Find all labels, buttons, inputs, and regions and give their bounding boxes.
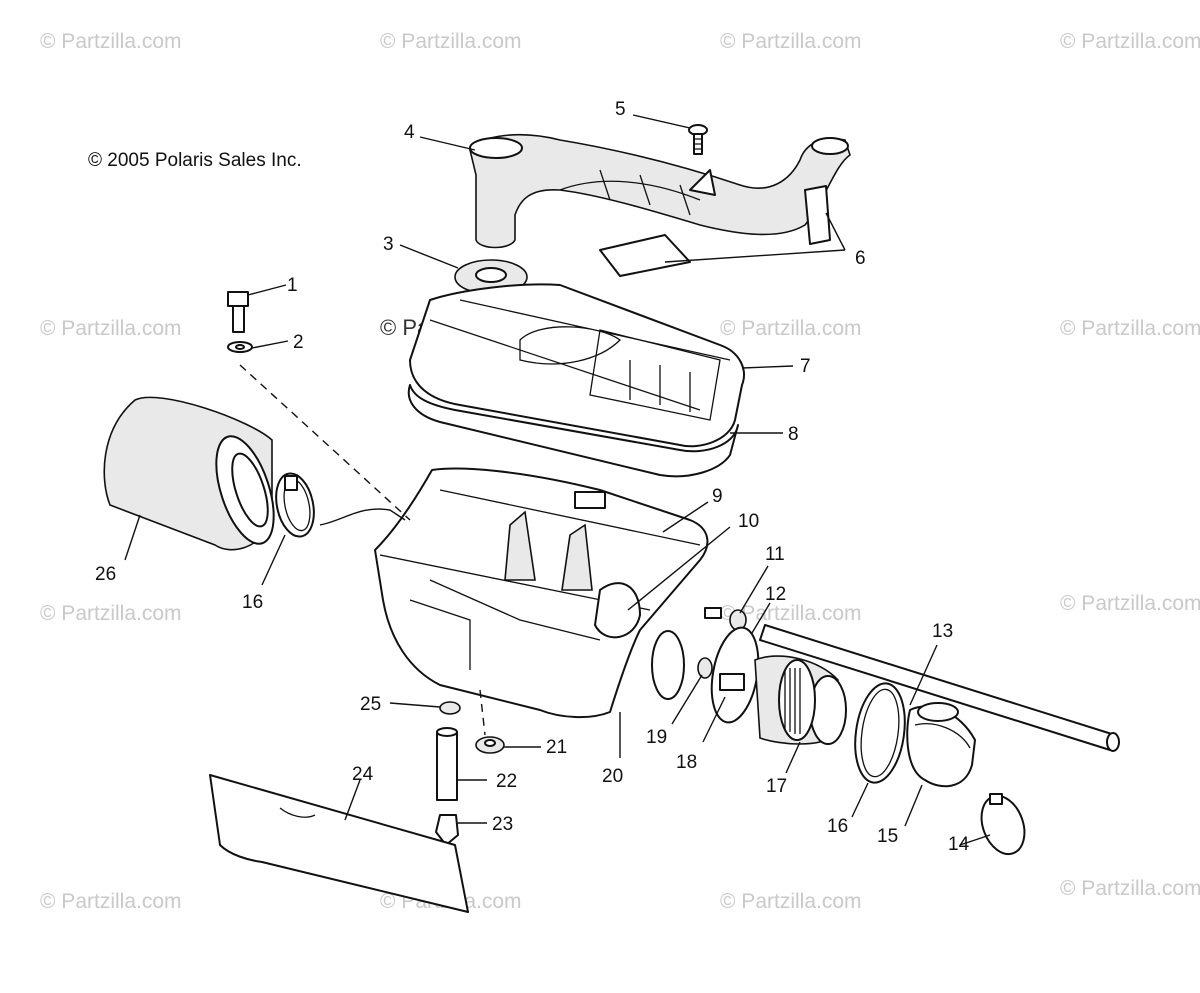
watermark: © Partzilla.com bbox=[720, 602, 862, 625]
watermark: © Partzilla.com bbox=[40, 602, 182, 625]
leader-line bbox=[671, 674, 703, 725]
callout-9: 9 bbox=[712, 486, 723, 507]
callout-25: 25 bbox=[360, 694, 381, 715]
callout-24: 24 bbox=[352, 764, 374, 785]
leader-line bbox=[399, 244, 459, 269]
leader-line bbox=[239, 364, 411, 521]
callout-15: 15 bbox=[877, 826, 898, 847]
watermark: © Partzilla.com bbox=[40, 317, 182, 340]
callout-6: 6 bbox=[855, 248, 866, 269]
watermark: © Partzilla.com bbox=[1060, 592, 1200, 615]
callout-26: 26 bbox=[95, 564, 116, 585]
small-clamp bbox=[980, 793, 1026, 856]
leader-line bbox=[739, 565, 769, 614]
callout-2: 2 bbox=[293, 332, 304, 353]
leader-line bbox=[632, 114, 691, 129]
leader-line bbox=[904, 784, 923, 827]
callout-4: 4 bbox=[404, 122, 415, 143]
intake-boot bbox=[906, 702, 976, 788]
drain-tube bbox=[759, 624, 1120, 752]
screw bbox=[688, 124, 708, 155]
leader-line bbox=[909, 644, 938, 706]
fitting bbox=[697, 657, 745, 691]
leader-line bbox=[124, 514, 141, 561]
spacer bbox=[704, 607, 747, 631]
watermark: © Partzilla.com bbox=[1060, 317, 1200, 340]
leader-line bbox=[319, 508, 406, 526]
callout-21: 21 bbox=[546, 737, 567, 758]
leader-line bbox=[851, 782, 869, 818]
leader-line bbox=[785, 741, 801, 774]
callout-1: 1 bbox=[287, 275, 298, 296]
leader-line bbox=[741, 365, 794, 369]
callout-18: 18 bbox=[676, 752, 697, 773]
callout-22: 22 bbox=[496, 771, 517, 792]
callout-10: 10 bbox=[738, 511, 759, 532]
callout-5: 5 bbox=[615, 99, 626, 120]
callout-13: 13 bbox=[932, 621, 953, 642]
callout-11: 11 bbox=[765, 544, 785, 565]
leader-line bbox=[751, 602, 771, 634]
leader-line bbox=[344, 779, 361, 821]
callout-3: 3 bbox=[383, 234, 394, 255]
leader-line bbox=[251, 340, 289, 349]
callout-7: 7 bbox=[800, 356, 811, 377]
airbox-gasket bbox=[407, 384, 739, 478]
callout-16-left: 16 bbox=[242, 592, 263, 613]
hose-clamp-left bbox=[275, 472, 315, 538]
leader-line bbox=[662, 501, 709, 533]
airbox-lid bbox=[409, 283, 745, 448]
callout-numbers: 1 2 3 4 5 6 7 8 9 10 11 12 13 14 15 16 1… bbox=[95, 99, 970, 855]
callout-20: 20 bbox=[602, 766, 623, 787]
leader-lines bbox=[124, 114, 991, 846]
callout-19: 19 bbox=[646, 727, 667, 748]
watermark: © Partzilla.com bbox=[1060, 30, 1200, 53]
watermarks: © Partzilla.com © Partzilla.com © Partzi… bbox=[40, 30, 1200, 913]
intake-duct bbox=[469, 134, 851, 249]
leader-line bbox=[479, 689, 486, 736]
watermark: © Partzilla.com bbox=[40, 890, 182, 913]
watermark: © Partzilla.com bbox=[720, 317, 862, 340]
decals bbox=[599, 185, 831, 277]
watermark: © Partzilla.com bbox=[380, 30, 522, 53]
leader-line bbox=[702, 696, 726, 743]
watermark: © Partzilla.com bbox=[40, 30, 182, 53]
hose-clamp-right bbox=[854, 682, 906, 784]
leader-line bbox=[959, 834, 991, 846]
leader-line bbox=[389, 702, 441, 708]
watermark: © Partzilla.com bbox=[720, 30, 862, 53]
callout-14: 14 bbox=[948, 834, 970, 855]
foam-pad bbox=[209, 774, 469, 913]
bolt-and-washer bbox=[227, 291, 253, 353]
callout-17: 17 bbox=[766, 776, 787, 797]
leader-line bbox=[664, 212, 846, 263]
watermark: © Partzilla.com bbox=[720, 890, 862, 913]
callout-8: 8 bbox=[788, 424, 799, 445]
airbox-body bbox=[374, 467, 709, 719]
leader-line bbox=[261, 534, 286, 586]
drain-assembly bbox=[435, 701, 461, 846]
rubber-washer bbox=[475, 736, 505, 754]
callout-12: 12 bbox=[765, 584, 786, 605]
watermark: © Partzilla.com bbox=[1060, 877, 1200, 900]
air-filter bbox=[103, 396, 275, 551]
leader-line bbox=[247, 284, 287, 296]
callout-23: 23 bbox=[492, 814, 513, 835]
leader-line bbox=[627, 526, 731, 611]
outlet-adapter bbox=[754, 655, 847, 745]
leader-line bbox=[419, 136, 476, 151]
callout-16-right: 16 bbox=[827, 816, 848, 837]
copyright-notice: © 2005 Polaris Sales Inc. bbox=[88, 150, 302, 171]
